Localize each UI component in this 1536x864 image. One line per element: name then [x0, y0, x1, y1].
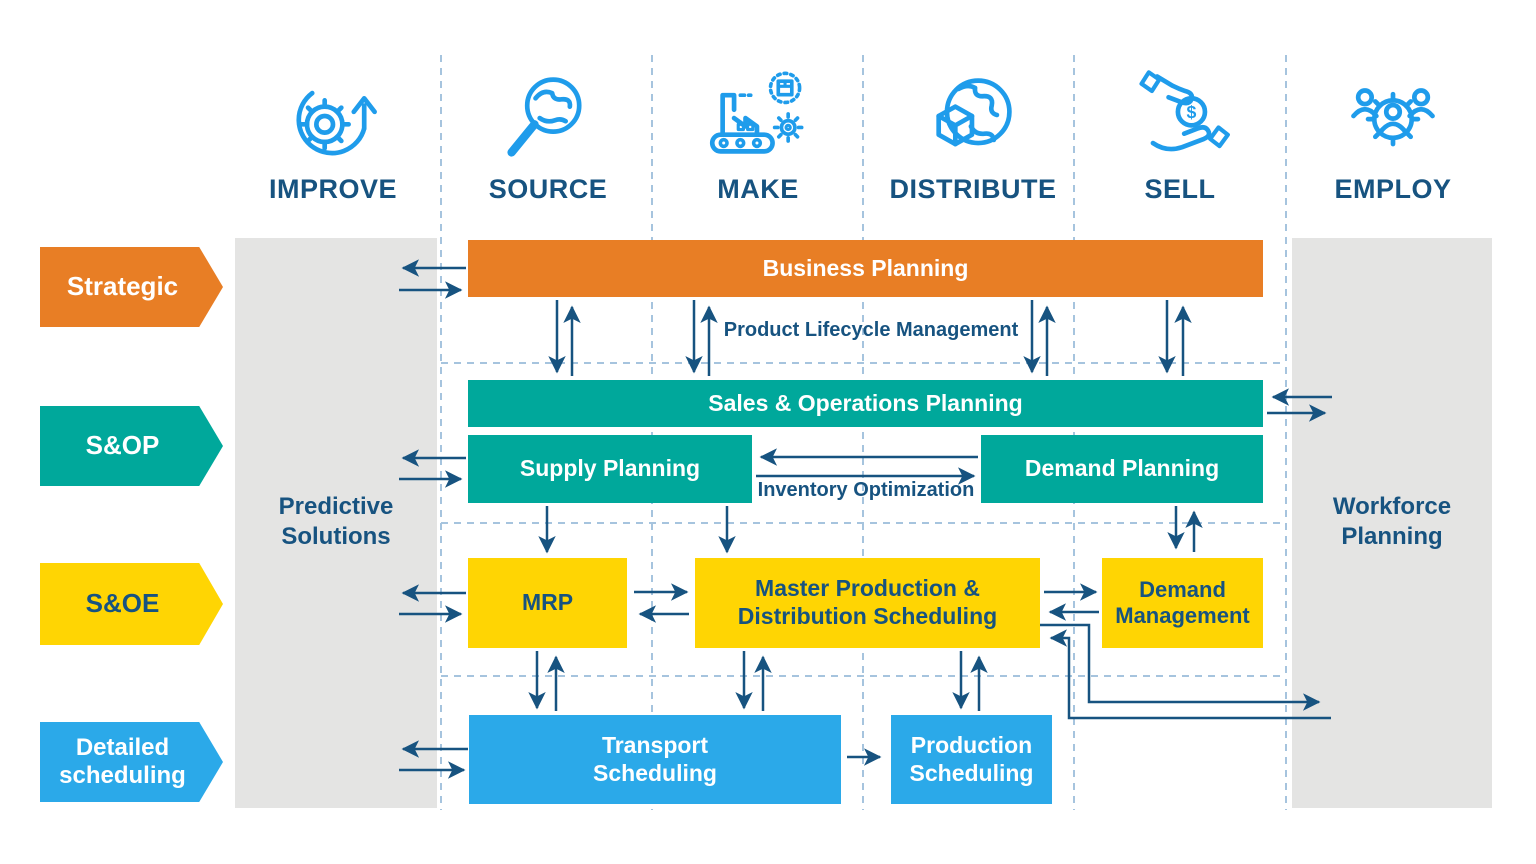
header-label-improve: IMPROVE [268, 174, 398, 204]
header-column-distribute: DISTRIBUTE [873, 64, 1073, 205]
workforce-planning-label: Workforce Planning [1332, 493, 1452, 550]
predictive-solutions-label: Predictive Solutions [278, 493, 394, 550]
row-label-detailed-scheduling-text: Detailed scheduling [59, 734, 186, 789]
improve-icon [296, 90, 377, 156]
header-label-distribute: DISTRIBUTE [889, 174, 1057, 204]
demand-planning-box: Demand Planning [981, 435, 1263, 503]
master-production-label: Master Production & Distribution Schedul… [737, 575, 998, 629]
demand-management-label: Demand Management [1115, 576, 1250, 628]
row-label-sop-text: S&OP [85, 430, 160, 461]
transport-scheduling-label: Transport Scheduling [593, 731, 717, 786]
mrp-label: MRP [521, 589, 574, 616]
header-column-make: MAKE [658, 64, 858, 205]
inventory-optimization-label: Inventory Optimization [757, 479, 975, 501]
supply-planning-label: Supply Planning [519, 455, 701, 482]
master-production-box: Master Production & Distribution Schedul… [695, 558, 1040, 648]
mrp-box: MRP [468, 558, 627, 648]
header-column-source: SOURCE [448, 64, 648, 205]
row-label-sop: S&OP [40, 406, 223, 486]
make-icon [709, 71, 804, 154]
header-column-sell: $ SELL [1080, 64, 1280, 205]
production-scheduling-box: Production Scheduling [891, 715, 1052, 804]
employ-icon [1351, 88, 1435, 147]
row-label-soe-text: S&OE [85, 588, 160, 619]
row-label-soe: S&OE [40, 563, 223, 645]
supply-planning-box: Supply Planning [468, 435, 752, 503]
header-label-employ: EMPLOY [1334, 174, 1452, 204]
demand-management-box: Demand Management [1102, 558, 1263, 648]
business-planning-label: Business Planning [762, 254, 969, 281]
production-scheduling-label: Production Scheduling [909, 731, 1034, 786]
source-icon [507, 77, 582, 157]
header-column-employ: EMPLOY [1293, 64, 1493, 205]
row-label-detailed-scheduling: Detailed scheduling [40, 722, 223, 802]
header-label-source: SOURCE [488, 174, 608, 204]
row-label-strategic: Strategic [40, 247, 223, 327]
business-planning-box: Business Planning [468, 240, 1263, 297]
header-column-improve: IMPROVE [233, 64, 433, 205]
distribute-icon [936, 78, 1012, 147]
product-lifecycle-management-label: Product Lifecycle Management [723, 319, 1019, 341]
sales-operations-planning-label: Sales & Operations Planning [708, 389, 1023, 416]
header-label-sell: SELL [1144, 174, 1216, 204]
sell-icon: $ [1139, 70, 1230, 152]
sales-operations-planning-box: Sales & Operations Planning [468, 380, 1263, 427]
transport-scheduling-box: Transport Scheduling [469, 715, 841, 804]
predictive-solutions-band [235, 238, 437, 808]
header-label-make: MAKE [717, 174, 799, 204]
row-label-strategic-text: Strategic [66, 271, 179, 302]
svg-text:$: $ [1187, 102, 1197, 122]
demand-planning-label: Demand Planning [1024, 455, 1220, 482]
